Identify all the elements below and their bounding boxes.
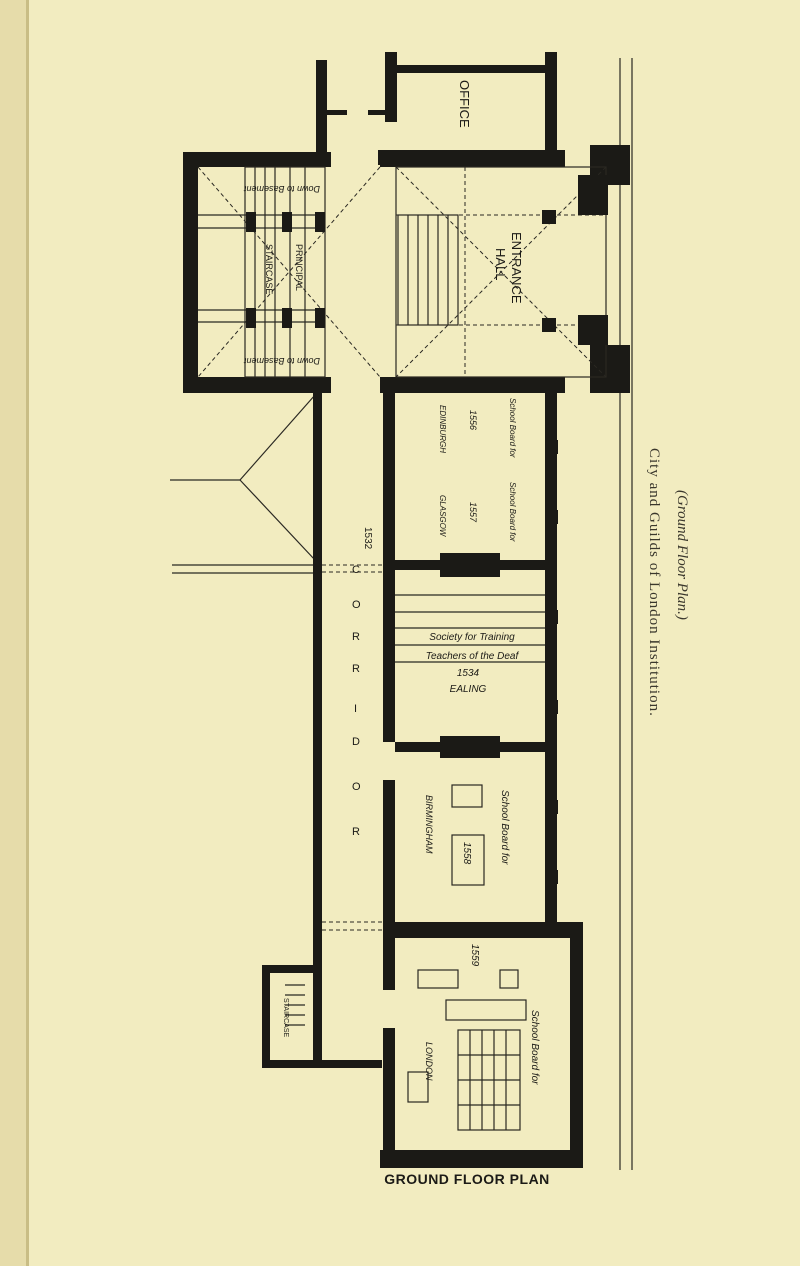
exhibit-city: EALING bbox=[450, 684, 487, 695]
staircase-label: STAIRCASE bbox=[264, 244, 274, 294]
corridor-letter: R bbox=[352, 663, 360, 675]
corridor-letter: R bbox=[352, 826, 360, 838]
corridor-letter: O bbox=[352, 781, 361, 793]
page-subtitle: (Ground Floor Plan.) bbox=[674, 490, 690, 620]
hall-label: HALL bbox=[493, 248, 508, 281]
basement-label-top: Down to Basement bbox=[243, 184, 320, 194]
exhibit-city: LONDON bbox=[424, 1042, 434, 1081]
exhibit-number: 1556 bbox=[468, 410, 478, 430]
exhibit-city: BIRMINGHAM bbox=[424, 795, 434, 854]
office-room bbox=[316, 52, 557, 155]
exhibit-label: School Board for bbox=[508, 482, 517, 542]
exhibit-number: 1557 bbox=[468, 502, 478, 523]
exhibit-number: 1558 bbox=[461, 842, 472, 865]
exhibit-city: GLASGOW bbox=[438, 495, 447, 538]
corridor-letter: D bbox=[352, 736, 360, 748]
principal-label: PRINCIPAL bbox=[294, 244, 304, 291]
plan-caption: GROUND FLOOR PLAN bbox=[384, 1171, 550, 1187]
corridor-number: 1532 bbox=[362, 527, 373, 550]
east-wing bbox=[262, 392, 583, 1168]
exhibit-number: 1559 bbox=[469, 944, 480, 967]
corridor-letter: R bbox=[352, 631, 360, 643]
corridor-letter: I bbox=[354, 703, 357, 715]
small-staircase-label: STAIRCASE bbox=[282, 998, 289, 1037]
corridor-letter: C bbox=[352, 564, 360, 576]
page-title: City and Guilds of London Institution. bbox=[646, 448, 662, 717]
entrance-label: ENTRANCE bbox=[509, 232, 524, 304]
exhibit-label: Society for Training bbox=[429, 632, 515, 643]
exhibit-number: 1534 bbox=[457, 668, 480, 679]
exhibit-label: School Board for bbox=[529, 1010, 540, 1085]
office-label: OFFICE bbox=[457, 80, 472, 128]
exhibit-label: School Board for bbox=[499, 790, 510, 865]
exhibit-label: School Board for bbox=[508, 398, 517, 458]
basement-label-bottom: Down to Basement bbox=[243, 356, 320, 366]
corridor-letter: O bbox=[352, 599, 361, 611]
main-block bbox=[183, 145, 630, 393]
page-edge bbox=[0, 0, 29, 1266]
exhibit-label: Teachers of the Deaf bbox=[426, 651, 520, 662]
exhibit-city: EDINBURGH bbox=[438, 405, 447, 453]
